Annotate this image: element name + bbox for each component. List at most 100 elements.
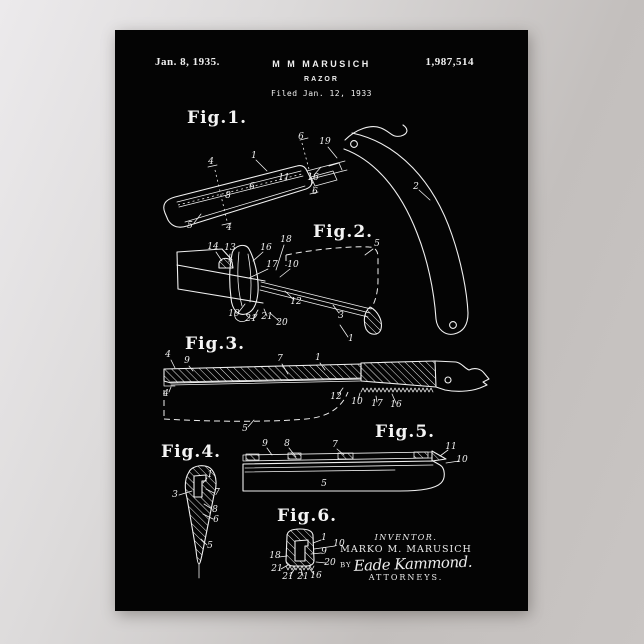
by-label: BY <box>339 560 352 570</box>
ref-numeral: 5 <box>242 424 248 434</box>
handle-dotted-line <box>177 173 303 206</box>
knurl-patch <box>245 453 260 461</box>
patent-number: 1,987,514 <box>425 56 474 68</box>
ref-numeral: 7 <box>332 440 338 450</box>
blade-cover-outline <box>285 246 379 310</box>
inventor-name: MARKO M. MARUSICH <box>340 544 472 555</box>
ref-numeral: 10 <box>333 539 345 549</box>
ref-numeral: 9 <box>184 356 190 366</box>
ref-numeral: 21 <box>260 312 272 322</box>
knurl-patch <box>413 451 429 459</box>
ref-numeral: 4 <box>162 389 169 399</box>
blade-strip <box>259 281 372 318</box>
blade-slot-lines <box>163 368 362 387</box>
fig2-drawing: Fig.2. 14 13 16 17 18 10 5 12 3 1 19 <box>176 222 382 344</box>
clamp-clip <box>229 244 259 315</box>
ref-numeral: 16 <box>307 173 319 183</box>
ref-numeral: 5 <box>187 221 193 231</box>
ref-numeral: 9 <box>262 439 268 449</box>
ref-numeral: 2 <box>412 182 419 192</box>
blade-tip-section <box>363 306 382 335</box>
ref-numeral: 16 <box>310 571 322 581</box>
ref-numeral: 16 <box>260 243 272 253</box>
fig3-drawing: Fig.3. 4 9 7 1 12 10 17 16 5 4 <box>162 334 490 434</box>
razor-handle <box>163 165 313 228</box>
patent-title: RAZOR <box>304 76 339 83</box>
ref-numeral: 21 <box>270 564 282 574</box>
leader-lines <box>193 137 431 226</box>
ref-numeral: 21 <box>244 314 256 324</box>
ref-numeral: 3 <box>172 490 178 500</box>
tip-section <box>431 450 447 462</box>
blade-tang-curl <box>344 124 408 141</box>
ref-numeral: 19 <box>228 309 240 319</box>
ref-numeral: 16 <box>390 400 402 410</box>
ref-numeral: 21 <box>281 572 293 582</box>
ref-numeral: 5 <box>207 541 213 551</box>
ref-numeral: 8 <box>284 439 290 449</box>
ref-numeral: 10 <box>351 397 363 407</box>
leader-lines <box>266 447 460 464</box>
handle-body <box>242 460 445 492</box>
leader-lines <box>215 244 374 338</box>
figure-label: Fig.2. <box>313 222 373 242</box>
blade-end-hole <box>449 321 457 329</box>
head-hole <box>444 376 452 384</box>
ref-numeral: 12 <box>330 392 342 402</box>
ref-numeral: 13 <box>224 243 236 253</box>
ref-numeral: 3 <box>338 311 344 321</box>
leader-lines <box>168 359 397 428</box>
ref-numeral: 5 <box>374 239 380 249</box>
ref-numeral: 19 <box>319 137 331 147</box>
fig4-drawing: Fig.4. 1 3 7 8 6 5 <box>161 442 221 579</box>
pivot-hole <box>350 140 358 148</box>
ref-numeral: 1 <box>315 353 321 363</box>
ref-numeral: 14 <box>207 242 219 252</box>
ref-numeral: 18 <box>280 235 292 245</box>
inventor-caption: INVENTOR. <box>374 533 438 542</box>
handle-section-right <box>360 360 437 388</box>
ref-numeral: 6 <box>249 182 255 192</box>
knurl-band <box>360 387 434 393</box>
ref-numeral: 11 <box>278 173 289 183</box>
patent-poster: Jan. 8, 1935. 1,987,514 M M MARUSICH RAZ… <box>115 30 528 611</box>
knurl-patch <box>337 452 354 460</box>
signature-script: Eade Kammond. <box>353 552 473 575</box>
ref-numeral: 18 <box>269 551 281 561</box>
figure-label: Fig.6. <box>277 506 337 526</box>
leader-lines <box>278 539 336 577</box>
blade-channel <box>294 539 309 562</box>
ref-numeral: 7 <box>214 488 220 498</box>
fig6-drawing: Fig.6. 1 10 9 20 18 21 21 21 16 <box>269 506 345 582</box>
ref-numeral: 11 <box>445 442 456 452</box>
figure-label: Fig.4. <box>161 442 221 462</box>
patent-date: Jan. 8, 1935. <box>155 56 220 68</box>
pivot-mechanism <box>306 160 348 187</box>
ref-numeral: 20 <box>323 558 336 568</box>
fig5-drawing: Fig.5. 9 8 7 11 10 5 <box>242 422 468 492</box>
ref-numeral: 6 <box>213 515 219 525</box>
ref-numeral: 10 <box>456 455 468 465</box>
top-strip <box>242 451 433 462</box>
ref-numeral: 5 <box>321 479 327 489</box>
ref-numeral: 7 <box>277 354 283 364</box>
ref-numeral: 17 <box>371 399 383 409</box>
ref-numeral: 9 <box>321 547 327 557</box>
ref-numeral: 8 <box>212 505 218 515</box>
blade-outline-dashed <box>163 390 349 422</box>
ref-numeral: 1 <box>251 151 257 161</box>
fig1-drawing: Fig.1. 4 1 6 19 16 6 11 6 8 5 <box>163 108 469 335</box>
ref-numeral: 10 <box>287 260 299 270</box>
ref-numeral: 6 <box>298 132 304 142</box>
figure-label: Fig.3. <box>185 334 245 354</box>
patent-inventor-header: M M MARUSICH <box>272 59 371 69</box>
ref-numeral: 8 <box>225 191 231 201</box>
ref-numeral: 20 <box>275 318 288 328</box>
knurl-patch <box>287 452 302 460</box>
patent-filed-date: Filed Jan. 12, 1933 <box>270 89 372 98</box>
patent-drawings-svg: Fig.1. 4 1 6 19 16 6 11 6 8 5 <box>161 108 490 582</box>
attorneys-caption: ATTORNEYS. <box>368 573 444 582</box>
ref-numeral: 1 <box>348 334 354 344</box>
ref-numeral: 4 <box>207 157 214 167</box>
